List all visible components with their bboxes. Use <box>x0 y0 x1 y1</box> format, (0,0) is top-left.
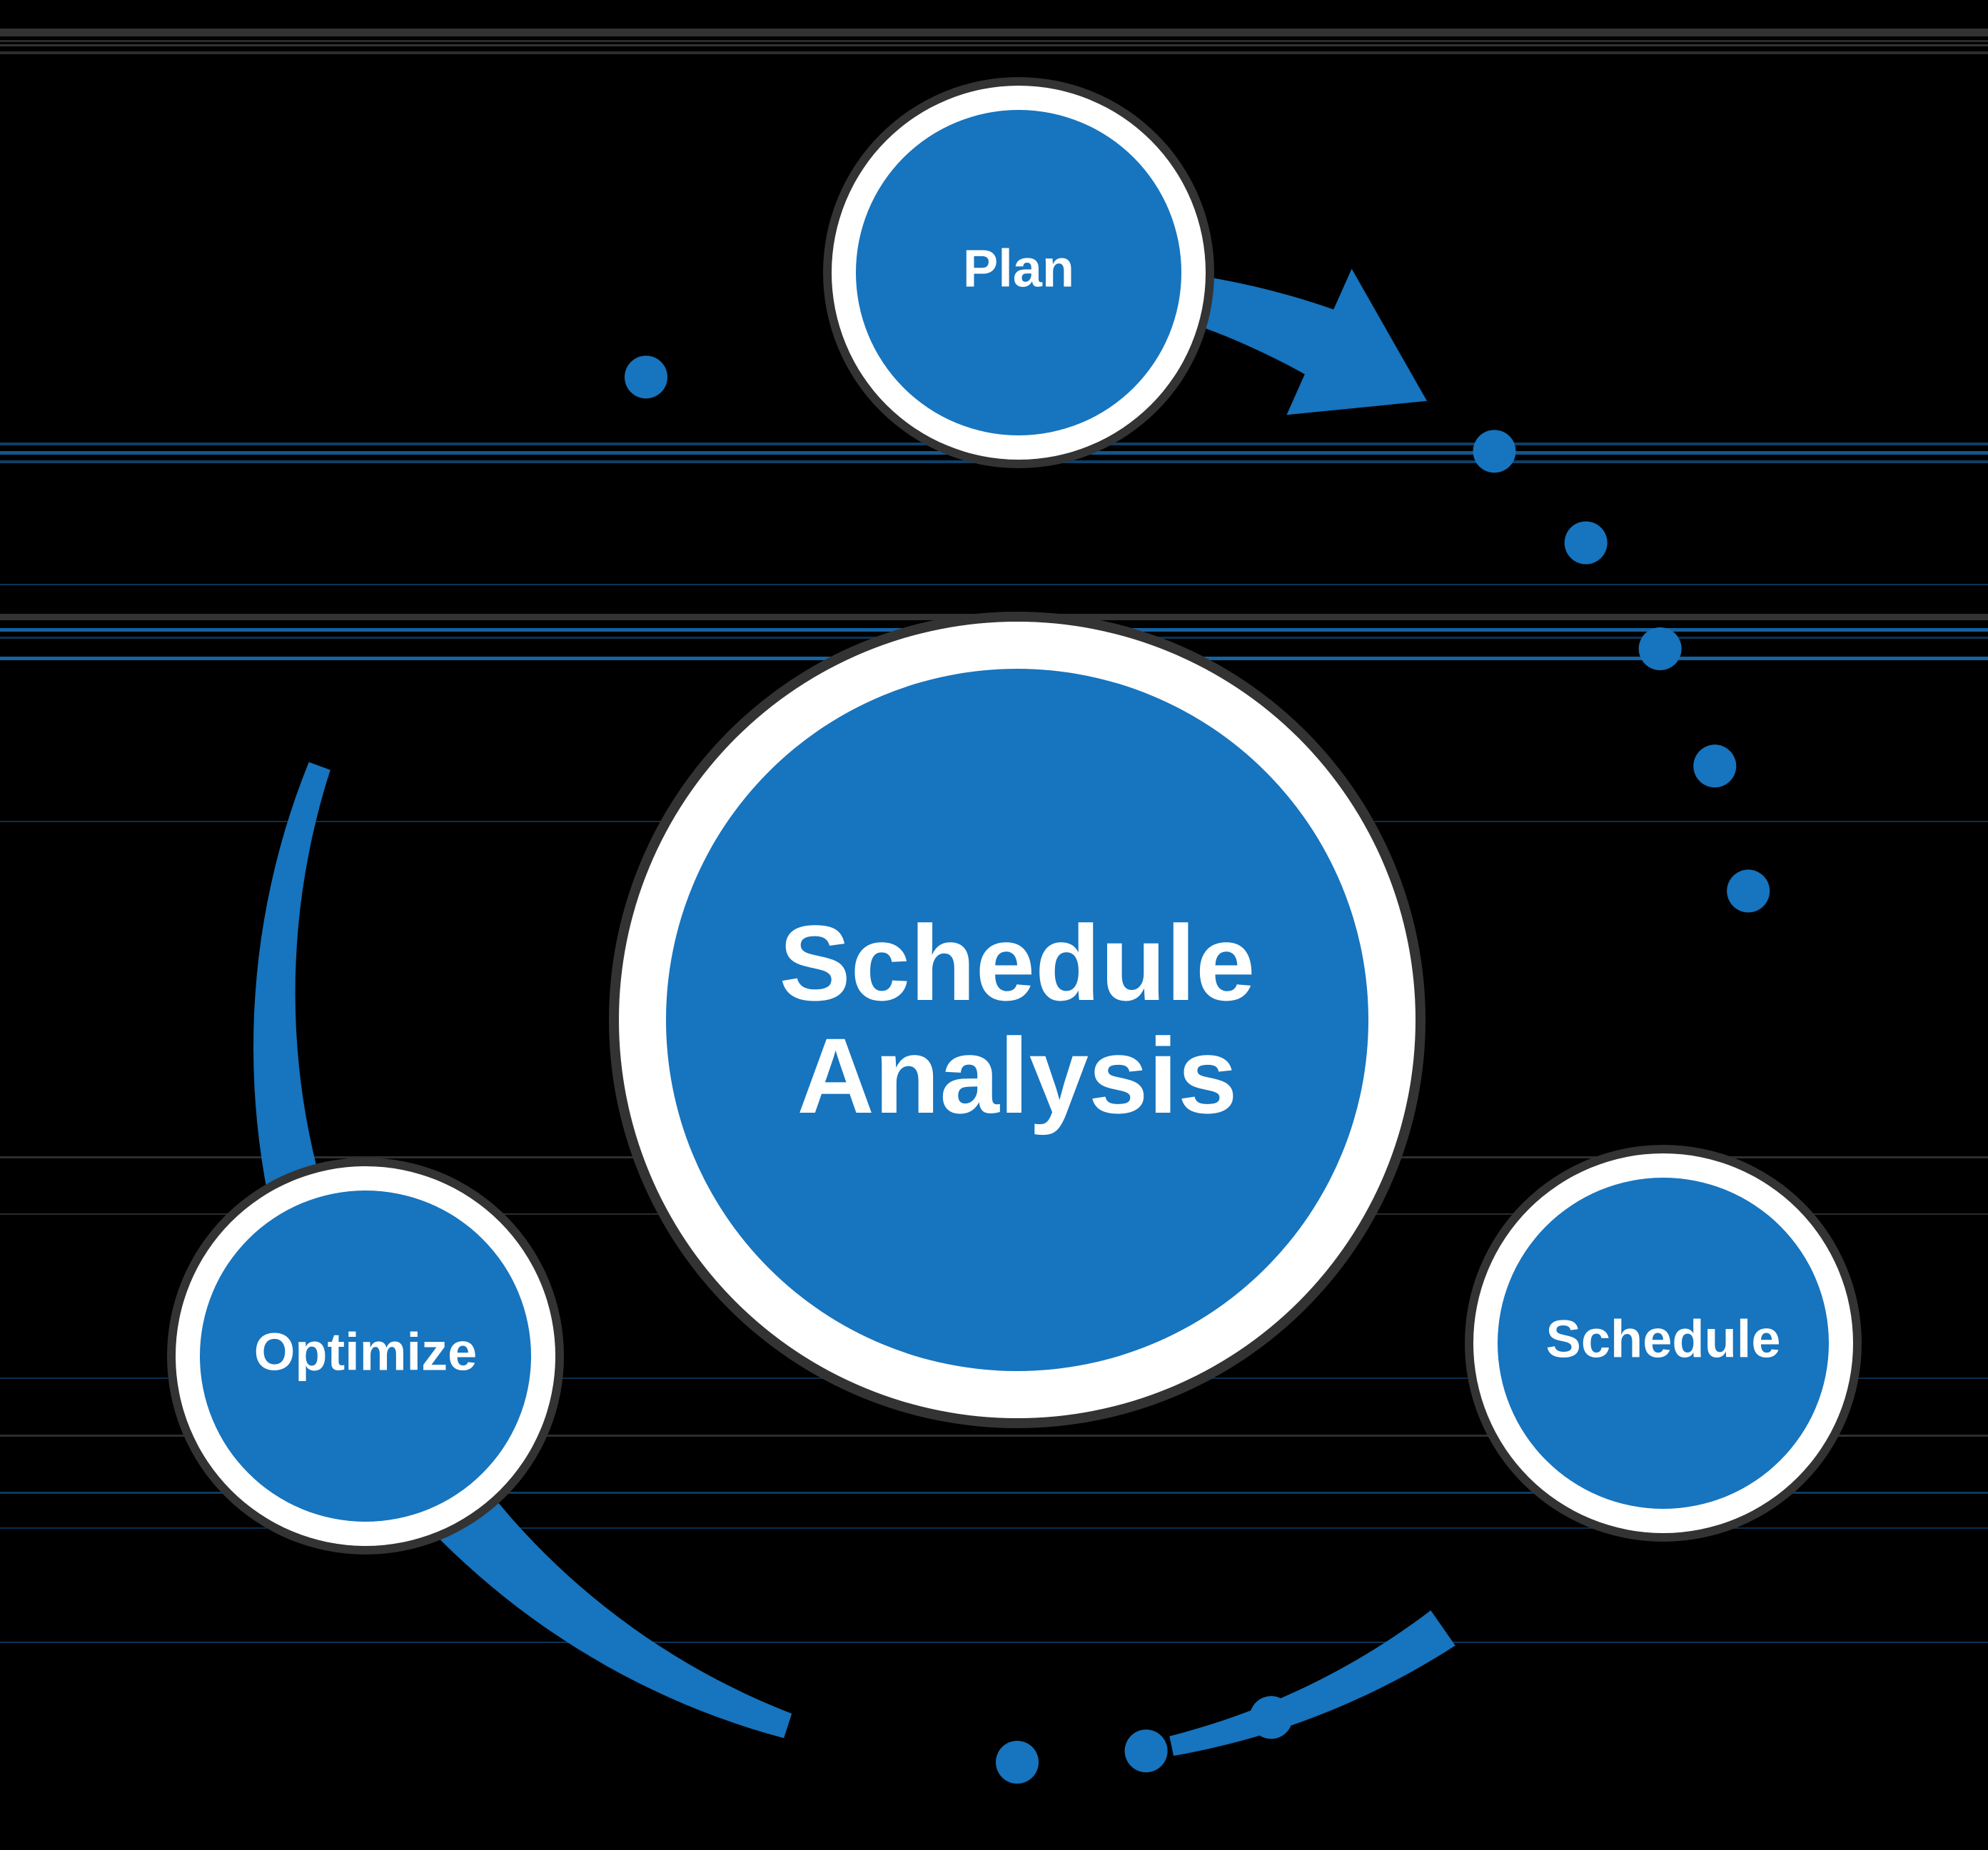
node-optimize[interactable]: Optimize <box>167 1158 564 1555</box>
track-dot <box>1727 869 1770 913</box>
arrow-shaft-schedule-to-optimize <box>403 1454 792 1739</box>
track-dot <box>625 355 667 399</box>
node-fill-circle-plan <box>856 110 1181 435</box>
track-dot <box>1564 521 1608 565</box>
track-dot <box>1124 1729 1168 1773</box>
track-dot <box>1638 627 1682 670</box>
arrow-shaft-optimize-to-plan <box>253 762 331 1233</box>
scanline-1 <box>0 40 1988 42</box>
node-schedule[interactable]: Schedule <box>1465 1145 1862 1542</box>
hub-label-line1: Schedule <box>779 903 1256 1023</box>
scanline-16 <box>0 1435 1988 1437</box>
scanline-18 <box>0 1527 1988 1529</box>
node-label-plan: Plan <box>963 239 1074 298</box>
scanline-3 <box>0 51 1988 54</box>
arrow-head-plan-to-schedule <box>1286 268 1427 415</box>
scanline-19 <box>0 1642 1988 1643</box>
track-dot <box>1693 744 1737 788</box>
track-dot <box>996 1741 1039 1784</box>
scanline-2 <box>0 44 1988 46</box>
scanline-17 <box>0 1492 1988 1494</box>
hub-node-schedule-analysis[interactable]: Schedule Analysis <box>609 612 1426 1428</box>
track-dot <box>1473 430 1516 473</box>
node-fill-circle-schedule <box>1498 1178 1829 1509</box>
node-label-schedule: Schedule <box>1546 1310 1781 1369</box>
hub-fill-circle <box>666 669 1368 1371</box>
arrow-tail-optimize <box>568 1603 743 1718</box>
node-label-optimize: Optimize <box>254 1323 477 1382</box>
scanline-7 <box>0 584 1988 585</box>
node-fill-circle-optimize <box>200 1191 531 1522</box>
arrow-shaft-right-segment <box>1169 1610 1455 1756</box>
hub-label-line2: Analysis <box>797 1016 1238 1136</box>
scanline-0 <box>0 29 1988 36</box>
node-plan[interactable]: Plan <box>823 77 1214 468</box>
